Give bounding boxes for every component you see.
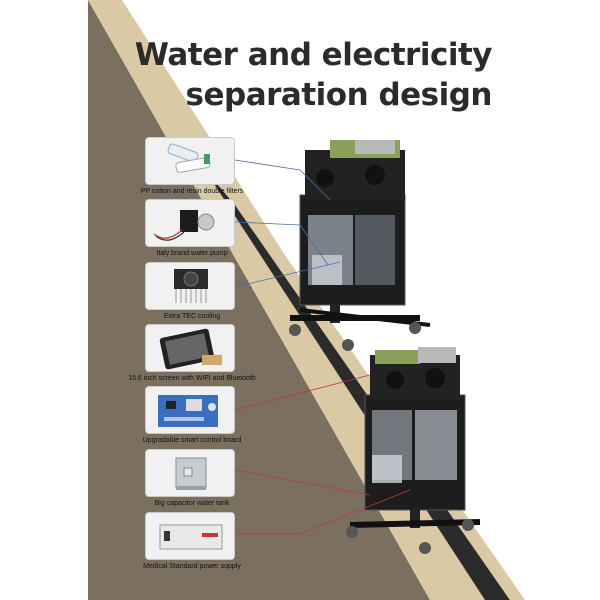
tablet-screen-icon xyxy=(159,328,222,370)
component-caption-tank: Big capacitor water tank xyxy=(154,500,230,507)
component-card-power xyxy=(145,512,235,560)
component-caption-filters: PP cotton and resin double filters xyxy=(140,188,244,195)
component-caption-pump: Italy brand water pump xyxy=(156,250,228,257)
water-tank-icon xyxy=(175,457,207,490)
component-card-tank xyxy=(145,449,235,497)
machine-bottom xyxy=(346,347,481,554)
component-card-pump xyxy=(145,199,235,247)
component-caption-board: Upgradable smart control board xyxy=(142,437,242,444)
filter-cartridge-icon xyxy=(167,143,211,173)
leader-lines xyxy=(234,159,411,535)
circuit-board-icon xyxy=(158,395,218,427)
component-card-tec xyxy=(145,262,235,310)
component-card-filters xyxy=(145,137,235,185)
power-supply-icon xyxy=(159,524,223,550)
component-card-board xyxy=(145,386,235,434)
component-caption-tec: Extra TEC cooling xyxy=(163,313,221,320)
water-pump-icon xyxy=(153,210,215,241)
component-caption-power: Medical Standard power supply xyxy=(143,563,241,570)
headline-line-1: Water and electricity xyxy=(134,37,493,73)
component-card-screen xyxy=(145,324,235,372)
component-caption-screen: 15.6 inch screen with WIFI and Bluetooth xyxy=(128,375,256,382)
headline-line-2: separation design xyxy=(185,77,493,113)
tec-cooler-icon xyxy=(174,269,208,303)
